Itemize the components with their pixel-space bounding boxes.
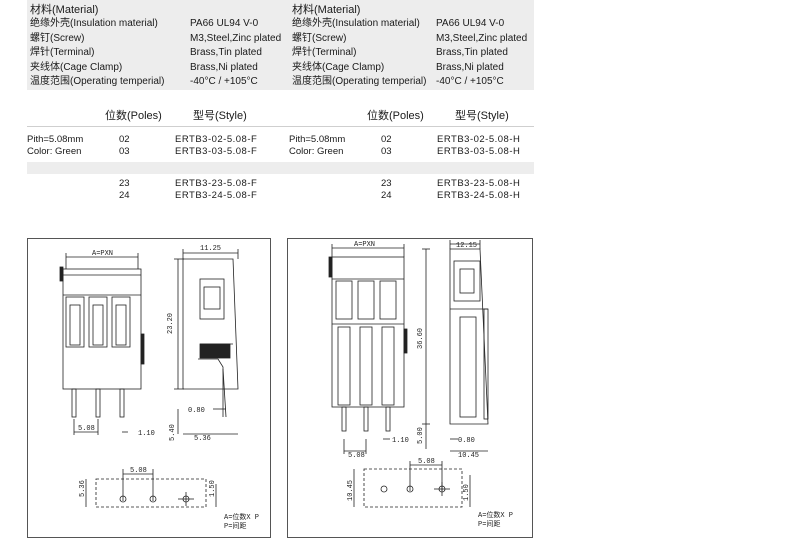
pcb-right-dim: 1.50 [209, 480, 217, 497]
drawing-note-1: A=位数X P [224, 512, 259, 522]
materials-title: 材料(Material) [30, 4, 99, 16]
dim-pin-offset: 1.10 [138, 430, 155, 438]
right-spec-sheet: 材料(Material) 绝缘外壳(Insulation material)PA… [289, 0, 534, 201]
left-materials-block: 材料(Material) 绝缘外壳(Insulation material)PA… [27, 0, 289, 90]
dim-width: 11.25 [200, 245, 221, 253]
material-row: 焊针(Terminal)Brass,Tin plated [292, 47, 508, 58]
material-row: 温度范围(Operating temperial)-40°C / +105°C [292, 76, 504, 87]
dim-pin: 0.80 [458, 437, 475, 445]
front-body-outline [62, 268, 142, 390]
dim-height: 23.20 [167, 313, 175, 334]
dim-width: 12.15 [456, 242, 477, 250]
left-poles-table: 位数(Poles) 型号(Style) Pith=5.08mm 02 ERTB3… [27, 108, 289, 201]
materials-title: 材料(Material) [292, 4, 361, 16]
dim-depth: 5.36 [194, 435, 211, 443]
side-body-outline [449, 248, 489, 425]
dim-height: 36.60 [417, 328, 425, 349]
right-materials-block: 材料(Material) 绝缘外壳(Insulation material)PA… [289, 0, 534, 90]
table-row: 23 ERTB3-23-5.08-F [119, 178, 258, 189]
table-row: Color: Green 03 ERTB3-03-5.08-H [289, 145, 521, 157]
pcb-footprint [95, 478, 207, 508]
pcb-pitch: 5.08 [418, 458, 435, 466]
left-spec-sheet: 材料(Material) 绝缘外壳(Insulation material)PA… [27, 0, 289, 201]
dim-pxn: A=PXN [92, 250, 113, 258]
material-row: 温度范围(Operating temperial)-40°C / +105°C [30, 76, 258, 87]
dim-tail: 5.00 [417, 427, 425, 444]
dim-pitch: 5.08 [78, 425, 95, 433]
material-row: 绝缘外壳(Insulation material)PA66 UL94 V-0 [292, 18, 505, 29]
material-row: 焊针(Terminal)Brass,Tin plated [30, 47, 262, 58]
side-body-outline [182, 258, 239, 390]
material-row: 夹线体(Cage Clamp)Brass,Ni plated [292, 61, 504, 73]
drawing-note-2: P=间距 [478, 520, 500, 529]
left-drawing-svg: A=PXN 11.25 23.20 0.80 5.08 1.10 5.40 5.… [59, 245, 259, 531]
pcb-footprint [363, 468, 463, 508]
pcb-left-dim: 5.36 [79, 480, 87, 497]
poles-table-header: 位数(Poles) 型号(Style) [289, 108, 534, 127]
material-row: 夹线体(Cage Clamp)Brass,Ni plated [30, 61, 258, 73]
material-row: 螺钉(Screw)M3,Steel,Zinc plated [292, 32, 528, 44]
dim-pin: 0.80 [188, 407, 205, 415]
pcb-left-dim: 10.45 [347, 480, 355, 501]
dim-pin-offset: 1.10 [392, 437, 409, 445]
front-body-outline [331, 256, 405, 408]
table-row: 24 ERTB3-24-5.08-H [381, 189, 521, 201]
table-row: Pith=5.08mm 02 ERTB3-02-5.08-F [27, 134, 258, 145]
drawing-note-2: P=间距 [224, 522, 246, 531]
table-gap [27, 162, 289, 174]
table-gap [289, 162, 534, 174]
poles-table-header: 位数(Poles) 型号(Style) [27, 108, 289, 127]
right-poles-table: 位数(Poles) 型号(Style) Pith=5.08mm 02 ERTB3… [289, 108, 534, 201]
pcb-pitch: 5.08 [130, 467, 147, 475]
table-row: 24 ERTB3-24-5.08-F [119, 189, 258, 201]
dim-tail: 5.40 [169, 424, 177, 441]
right-technical-drawing: A=PXN 12.15 36.60 1.10 0.80 5.00 5.08 10… [287, 238, 533, 538]
material-row: 绝缘外壳(Insulation material)PA66 UL94 V-0 [30, 18, 259, 29]
table-row: Pith=5.08mm 02 ERTB3-02-5.08-H [289, 134, 521, 145]
dim-pitch: 5.08 [348, 452, 365, 460]
dim-pxn: A=PXN [354, 241, 375, 249]
right-drawing-svg: A=PXN 12.15 36.60 1.10 0.80 5.00 5.08 10… [328, 240, 513, 529]
table-row: Color: Green 03 ERTB3-03-5.08-F [27, 145, 258, 157]
dim-depth: 10.45 [458, 452, 479, 460]
pcb-right-dim: 1.50 [463, 484, 471, 501]
left-technical-drawing: A=PXN 11.25 23.20 0.80 5.08 1.10 5.40 5.… [27, 238, 271, 538]
material-row: 螺钉(Screw)M3,Steel,Zinc plated [30, 32, 282, 44]
drawing-note-1: A=位数X P [478, 510, 513, 520]
table-row: 23 ERTB3-23-5.08-H [381, 178, 521, 189]
